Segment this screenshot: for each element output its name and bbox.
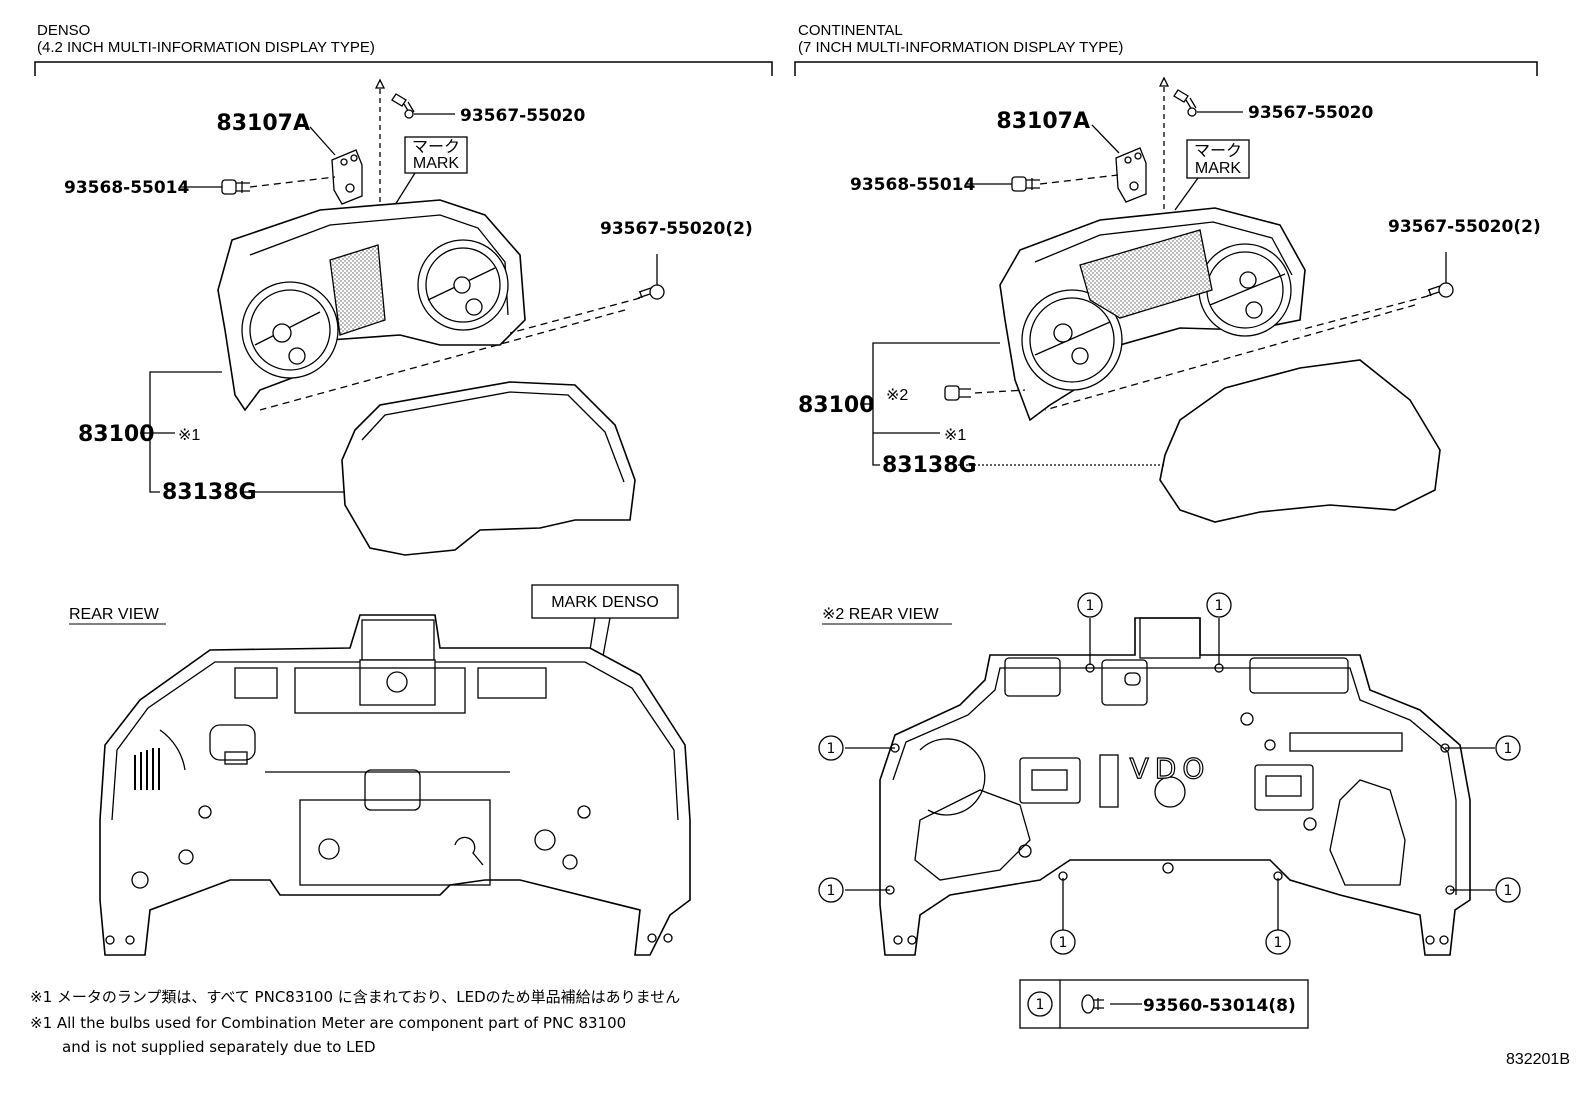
callout-1	[1206, 592, 1232, 618]
left-header: DENSO (4.2 INCH MULTI-INFORMATION DISPLA…	[37, 22, 375, 56]
continental-rear-view	[845, 617, 1495, 956]
callout-number: 1	[1274, 935, 1283, 951]
vdo-logo: VDO	[1130, 752, 1211, 785]
denso-rear-view	[99, 614, 691, 956]
callout-1	[1495, 735, 1521, 761]
part-label-screw-side: 93568-55014	[64, 178, 190, 198]
footnote-ja: ※1 メータのランプ類は、すべて PNC83100 に含まれており、LEDのため…	[30, 988, 681, 1006]
screw-icon	[1011, 176, 1040, 192]
part-label-screw-right: 93567-55020(2)	[600, 219, 753, 239]
mark-en-label: MARK	[413, 155, 460, 172]
mark-denso-label: MARK DENSO	[551, 594, 659, 611]
rear-view-label-continental: ※2 REAR VIEW	[822, 606, 939, 623]
mark-denso-box	[531, 584, 679, 619]
part-label-screw-top: 93567-55020	[460, 106, 586, 126]
legend-callout-number: 1	[1036, 997, 1045, 1013]
figure-code: 832201B	[1505, 1051, 1570, 1068]
meter-note-2-label: ※2	[886, 387, 908, 404]
mark-ja-label: マーク	[412, 138, 460, 156]
continental-exploded-view	[860, 76, 1454, 523]
screw-icon	[1081, 994, 1104, 1014]
part-label-lens: 83138G	[162, 480, 257, 505]
callout-number: 1	[1504, 741, 1513, 757]
left-maker: DENSO	[37, 22, 91, 39]
callout-legend	[1019, 979, 1309, 1029]
legend-screw-part: 93560-53014(8)	[1143, 996, 1296, 1016]
rear-view-label: REAR VIEW	[69, 606, 160, 623]
bracket-icon	[1115, 147, 1147, 203]
meter-note-1-label: ※1	[944, 427, 966, 444]
screw-icon	[391, 93, 415, 119]
arrow-icon	[374, 78, 386, 89]
screw-icon	[637, 284, 665, 300]
left-type: (4.2 INCH MULTI-INFORMATION DISPLAY TYPE…	[37, 39, 375, 56]
denso-exploded-view	[140, 78, 665, 556]
callout-number: 1	[827, 883, 836, 899]
callout-number: 1	[1504, 883, 1513, 899]
bracket-icon	[331, 149, 363, 205]
part-label-screw-right-continental: 93567-55020(2)	[1388, 217, 1541, 237]
part-label-bracket: 83107A	[216, 111, 310, 136]
part-label-screw-side-continental: 93568-55014	[850, 175, 976, 195]
part-label-meter: 83100	[78, 422, 155, 447]
callout-number: 1	[1086, 598, 1095, 614]
part-label-meter-continental: 83100	[798, 393, 875, 418]
screw-icon	[1173, 89, 1197, 117]
part-label-bracket-continental: 83107A	[996, 109, 1090, 134]
mark-en-label-continental: MARK	[1195, 160, 1242, 177]
callout-1	[1077, 592, 1103, 618]
right-type: (7 INCH MULTI-INFORMATION DISPLAY TYPE)	[798, 39, 1124, 56]
footnote-en-2: and is not supplied separately due to LE…	[62, 1038, 376, 1056]
part-label-screw-top-continental: 93567-55020	[1248, 103, 1374, 123]
right-maker: CONTINENTAL	[798, 22, 903, 39]
callout-circles	[818, 592, 1521, 955]
callout-1	[1495, 877, 1521, 903]
callout-number: 1	[1215, 598, 1224, 614]
callout-1	[1265, 929, 1291, 955]
mark-ja-label-continental: マーク	[1194, 142, 1242, 160]
callout-1	[818, 877, 844, 903]
callout-1	[818, 735, 844, 761]
meter-note-label: ※1	[178, 427, 200, 444]
right-header: CONTINENTAL (7 INCH MULTI-INFORMATION DI…	[798, 22, 1123, 56]
part-label-lens-continental: 83138G	[882, 453, 977, 478]
right-section-bracket	[794, 61, 1538, 76]
screw-icon	[221, 179, 250, 195]
screw-icon	[1426, 282, 1454, 298]
callout-1	[1050, 929, 1076, 955]
callout-number: 1	[1059, 935, 1068, 951]
screw-icon	[944, 385, 971, 401]
callout-number: 1	[827, 741, 836, 757]
footnote-en-1: ※1 All the bulbs used for Combination Me…	[30, 1014, 627, 1032]
left-section-bracket	[34, 61, 773, 76]
